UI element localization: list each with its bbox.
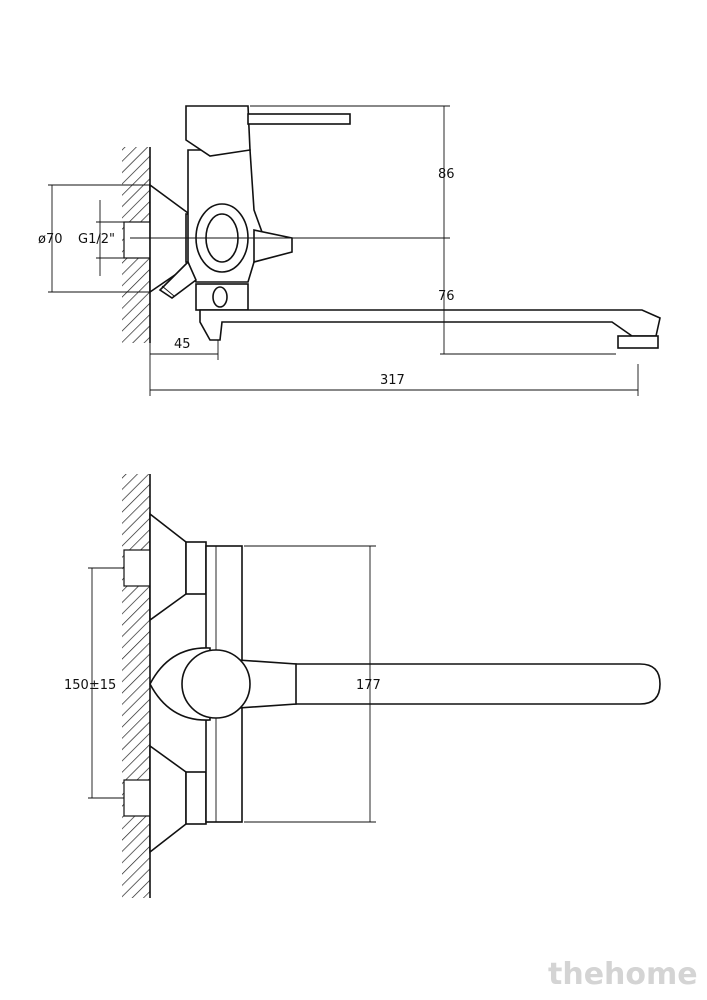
top-wall-pipe-lower (123, 779, 151, 817)
top-nut-upper (185, 541, 207, 595)
top-handle-knob (181, 649, 251, 719)
top-nut-lower (185, 771, 207, 825)
side-handle-cap (185, 105, 251, 157)
top-wall-hatch (122, 474, 150, 898)
side-hose-thread (161, 285, 175, 297)
dim-body-width: 177 (356, 678, 381, 693)
side-hose-outlet (158, 260, 197, 299)
dim-total-length: 317 (380, 373, 405, 388)
top-spout (243, 663, 661, 705)
top-flange-upper (149, 512, 187, 622)
dim-height-handle: 86 (438, 167, 455, 182)
side-aerator (617, 335, 659, 349)
top-wall-pipe-upper (123, 549, 151, 587)
side-lever (247, 113, 351, 125)
top-view: 150±15 177 (64, 474, 661, 898)
dim-eccentric-spacing: 150±15 (64, 678, 116, 693)
watermark: thehome (548, 957, 698, 992)
side-spout (199, 309, 661, 341)
dim-height-spout: 76 (438, 289, 455, 304)
side-view: ø70 G1/2" 86 76 45 317 (38, 105, 661, 396)
top-flange-lower (149, 744, 187, 854)
side-wall-pipe (123, 221, 151, 259)
dim-wall-offset: 45 (174, 337, 191, 352)
dim-thread: G1/2" (78, 232, 115, 247)
dim-flange-diameter: ø70 (38, 232, 63, 247)
side-coupling-hole (212, 286, 228, 308)
side-diverter (253, 229, 293, 264)
